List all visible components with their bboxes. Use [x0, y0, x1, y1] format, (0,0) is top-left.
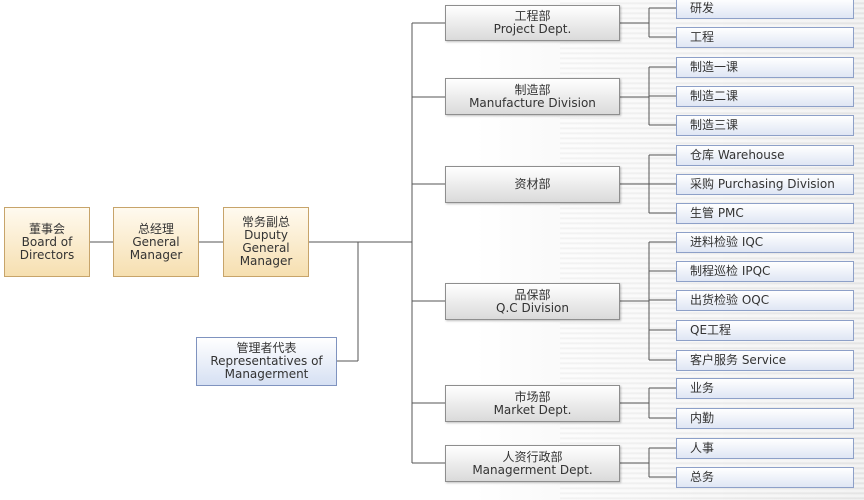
dgm-en-label-1: Duputy	[244, 228, 288, 242]
dept-manufacture-box: 制造部 Manufacture Division	[445, 78, 620, 115]
sub-unit-pmc: 生管 PMC	[676, 203, 854, 224]
dept-materials-box: 资材部	[445, 166, 620, 203]
dept-market-box: 市场部 Market Dept.	[445, 385, 620, 422]
sub-unit-engineering: 工程	[676, 27, 854, 48]
dept-label-zh: 人资行政部	[502, 449, 563, 464]
board-en-label-2: Directors	[19, 247, 75, 262]
sub-unit-general-affairs: 总务	[676, 467, 854, 488]
sub-unit-purchasing: 采购 Purchasing Division	[676, 174, 854, 195]
sub-unit-sales: 业务	[676, 378, 854, 399]
dept-label-en: Project Dept.	[493, 22, 572, 36]
general-manager-box: 总经理 General Manager	[113, 207, 199, 277]
sub-unit-ipqc: 制程巡检 IPQC	[676, 261, 854, 282]
board-zh-label: 董事会	[28, 221, 65, 236]
dept-label-zh: 品保部	[514, 287, 551, 302]
dept-label-zh: 工程部	[514, 9, 551, 23]
gm-zh-label: 总经理	[137, 221, 174, 236]
sub-unit-personnel: 人事	[676, 438, 854, 459]
sub-unit-manufacture-3: 制造三课	[676, 115, 854, 136]
dgm-zh-label: 常务副总	[241, 215, 290, 229]
rep-en-label-1: Representatives of	[210, 354, 323, 368]
dept-label-zh: 制造部	[514, 82, 551, 97]
dept-label-zh: 资材部	[514, 177, 551, 191]
sub-unit-service: 客户服务 Service	[676, 350, 854, 371]
dept-label-zh: 市场部	[514, 389, 551, 404]
sub-unit-manufacture-1: 制造一课	[676, 57, 854, 78]
dept-label-en: Market Dept.	[493, 402, 572, 417]
sub-unit-rnd: 研发	[676, 0, 854, 19]
sub-unit-internal: 内勤	[676, 408, 854, 429]
dept-label-en: Managerment Dept.	[472, 462, 593, 477]
sub-unit-warehouse: 仓库 Warehouse	[676, 145, 854, 166]
sub-unit-qe: QE工程	[676, 320, 854, 341]
dgm-en-label-2: General	[242, 241, 290, 255]
sub-unit-oqc: 出货检验 OQC	[676, 290, 854, 311]
dept-label-en: Q.C Division	[496, 300, 569, 315]
rep-zh-label: 管理者代表	[236, 341, 297, 355]
dept-qc-box: 品保部 Q.C Division	[445, 283, 620, 320]
dept-project-box: 工程部 Project Dept.	[445, 5, 620, 41]
deputy-general-manager-box: 常务副总 Duputy General Manager	[223, 207, 309, 277]
dept-hr-admin-box: 人资行政部 Managerment Dept.	[445, 445, 620, 482]
board-en-label-1: Board of	[21, 234, 73, 249]
gm-en-label-1: General	[132, 234, 180, 249]
gm-en-label-2: Manager	[129, 247, 183, 262]
sub-unit-manufacture-2: 制造二课	[676, 86, 854, 107]
dept-label-en: Manufacture Division	[469, 95, 596, 110]
sub-unit-iqc: 进料检验 IQC	[676, 232, 854, 253]
management-representative-box: 管理者代表 Representatives of Managerment	[196, 337, 337, 386]
board-of-directors-box: 董事会 Board of Directors	[4, 207, 90, 277]
rep-en-label-2: Managerment	[224, 367, 309, 381]
dgm-en-label-3: Manager	[239, 254, 293, 268]
